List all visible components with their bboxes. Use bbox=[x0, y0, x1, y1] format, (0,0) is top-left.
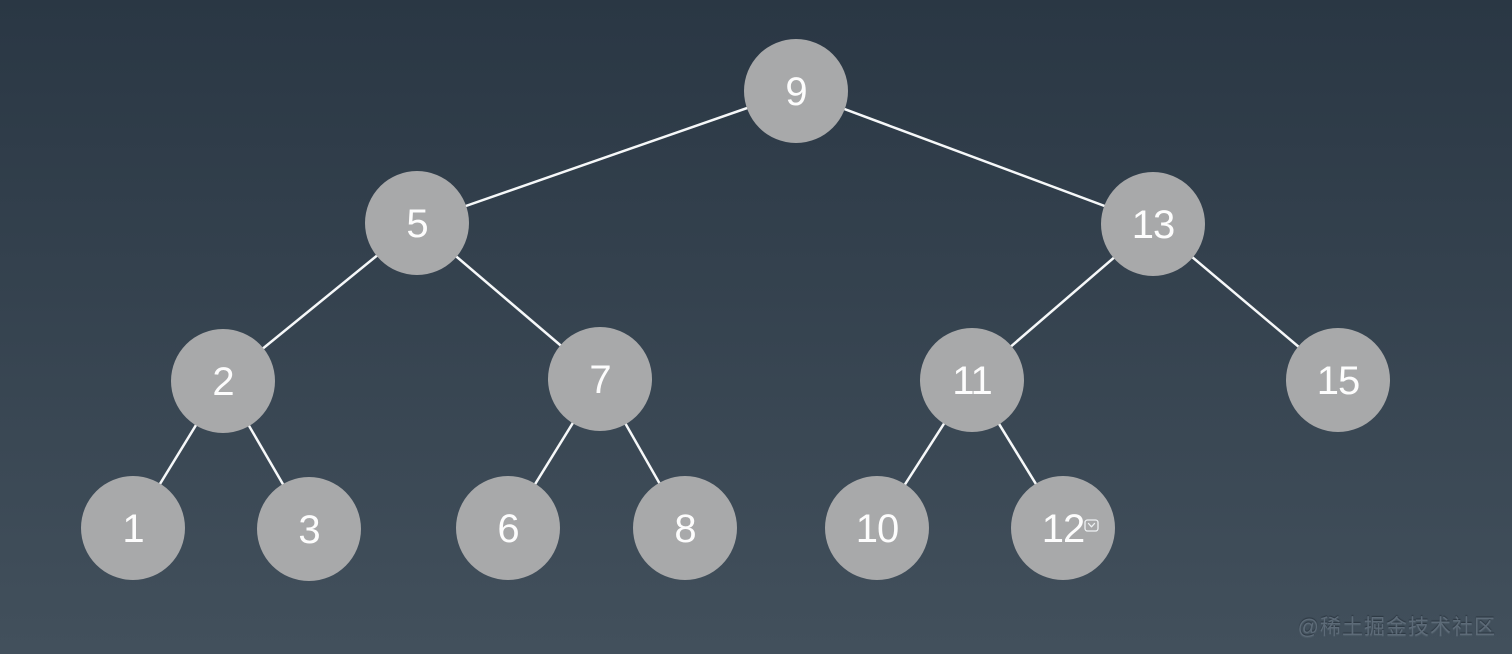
tree-node-label: 1 bbox=[122, 507, 143, 551]
tree-node-circle[interactable] bbox=[1011, 476, 1115, 580]
tree-node-8[interactable]: 8 bbox=[633, 476, 737, 580]
tree-node-circle[interactable] bbox=[825, 476, 929, 580]
tree-node-7[interactable]: 7 bbox=[548, 327, 652, 431]
tree-node-label: 15 bbox=[1317, 359, 1360, 403]
collapse-chevron-down-icon[interactable] bbox=[1084, 519, 1099, 532]
tree-node-circle[interactable] bbox=[633, 476, 737, 580]
tree-node-11[interactable]: 11 bbox=[920, 328, 1024, 432]
tree-node-1[interactable]: 1 bbox=[81, 476, 185, 580]
tree-edge-9-13 bbox=[795, 89, 1154, 226]
tree-node-label: 12 bbox=[1042, 507, 1085, 551]
tree-node-12[interactable]: 12 bbox=[1011, 476, 1115, 580]
tree-node-circle[interactable] bbox=[548, 327, 652, 431]
tree-node-label: 13 bbox=[1132, 203, 1175, 247]
tree-node-label: 7 bbox=[589, 358, 610, 402]
tree-node-label: 8 bbox=[674, 507, 695, 551]
tree-node-circle[interactable] bbox=[81, 476, 185, 580]
tree-node-circle[interactable] bbox=[744, 39, 848, 143]
tree-node-label: 11 bbox=[952, 359, 992, 403]
tree-node-label: 9 bbox=[785, 70, 806, 114]
tree-node-circle[interactable] bbox=[257, 477, 361, 581]
tree-node-5[interactable]: 5 bbox=[365, 171, 469, 275]
tree-node-label: 2 bbox=[212, 360, 233, 404]
tree-node-circle[interactable] bbox=[1286, 328, 1390, 432]
tree-node-label: 6 bbox=[497, 507, 518, 551]
collapse-icon-box[interactable] bbox=[1084, 519, 1099, 532]
tree-node-circle[interactable] bbox=[171, 329, 275, 433]
chevron-down-glyph bbox=[1087, 522, 1096, 528]
tree-node-15[interactable]: 15 bbox=[1286, 328, 1390, 432]
tree-node-3[interactable]: 3 bbox=[257, 477, 361, 581]
tree-node-circle[interactable] bbox=[456, 476, 560, 580]
tree-edge-9-5 bbox=[416, 89, 797, 225]
tree-node-label: 5 bbox=[406, 202, 427, 246]
tree-node-2[interactable]: 2 bbox=[171, 329, 275, 433]
tree-node-9[interactable]: 9 bbox=[744, 39, 848, 143]
tree-node-6[interactable]: 6 bbox=[456, 476, 560, 580]
watermark: @稀土掘金技术社区 bbox=[1297, 616, 1496, 639]
tree-node-13[interactable]: 13 bbox=[1101, 172, 1205, 276]
tree-node-label: 3 bbox=[298, 508, 319, 552]
tree-node-10[interactable]: 10 bbox=[825, 476, 929, 580]
tree-node-circle[interactable] bbox=[1101, 172, 1205, 276]
tree-node-circle[interactable] bbox=[365, 171, 469, 275]
tree-node-circle[interactable] bbox=[920, 328, 1024, 432]
tree-node-label: 10 bbox=[856, 507, 899, 551]
